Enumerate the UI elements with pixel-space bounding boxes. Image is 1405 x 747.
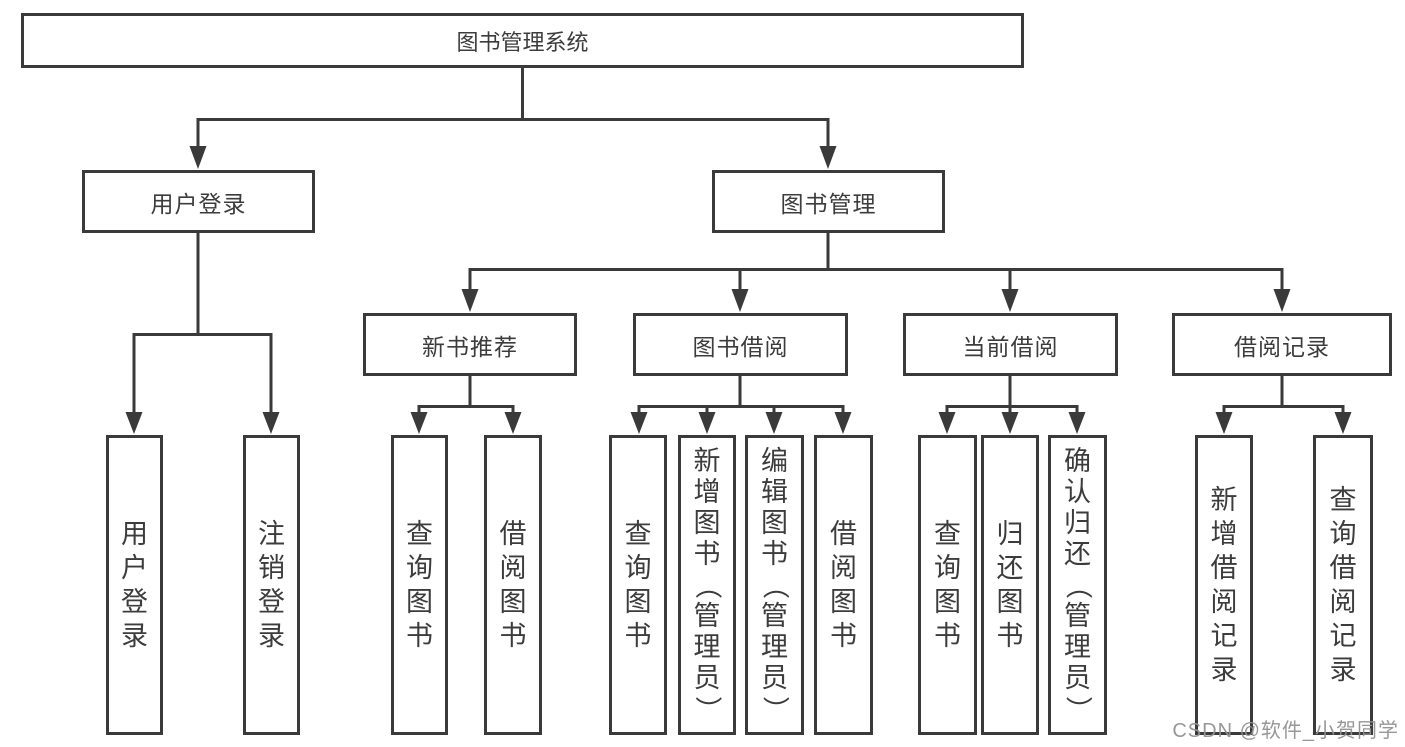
- node-label: 确认归还（管理员）: [1063, 445, 1093, 723]
- node-label: 注销登录: [258, 519, 285, 651]
- node-root: 图书管理系统: [21, 13, 1024, 68]
- node-label: 图书管理系统: [456, 29, 589, 55]
- node-current-borrow: 当前借阅: [903, 313, 1118, 376]
- node-label: 新增借阅记录: [1210, 485, 1238, 685]
- node-new-book-recommend: 新书推荐: [363, 313, 577, 376]
- node-leaf-query-borrow-record: 查询借阅记录: [1313, 435, 1373, 735]
- node-borrow-records: 借阅记录: [1172, 313, 1392, 376]
- node-label: 借阅记录: [1234, 333, 1330, 360]
- node-label: 借阅图书: [499, 519, 527, 651]
- node-label: 查询图书: [934, 519, 961, 651]
- node-book-borrow: 图书借阅: [633, 313, 848, 376]
- node-label: 归还图书: [996, 519, 1024, 651]
- node-leaf-logout: 注销登录: [243, 435, 300, 735]
- node-label: 当前借阅: [962, 333, 1059, 360]
- node-leaf-return-book: 归还图书: [981, 435, 1039, 735]
- node-label: 借阅图书: [830, 519, 857, 651]
- node-leaf-query-books-borrow: 查询图书: [609, 435, 667, 735]
- node-leaf-edit-book-admin: 编辑图书（管理员）: [745, 435, 804, 735]
- node-leaf-add-book-admin: 新增图书（管理员）: [678, 435, 736, 735]
- node-label: 查询图书: [624, 519, 652, 651]
- node-label: 图书借阅: [692, 333, 789, 360]
- node-label: 查询图书: [406, 519, 433, 651]
- node-label: 编辑图书（管理员）: [760, 445, 790, 723]
- node-leaf-query-books-current: 查询图书: [918, 435, 977, 735]
- node-leaf-query-books-recommend: 查询图书: [391, 435, 448, 735]
- node-leaf-borrow-books-recommend: 借阅图书: [484, 435, 542, 735]
- node-label: 用户登录: [121, 519, 148, 651]
- node-label: 查询借阅记录: [1329, 485, 1357, 685]
- node-label: 用户登录: [150, 190, 247, 217]
- node-label: 图书管理: [780, 190, 877, 217]
- node-label: 新增图书（管理员）: [692, 445, 723, 723]
- node-label: 新书推荐: [422, 333, 518, 360]
- csdn-watermark: CSDN @软件_小贺同学: [1172, 720, 1399, 742]
- node-leaf-user-login: 用户登录: [106, 435, 163, 735]
- node-leaf-add-borrow-record: 新增借阅记录: [1195, 435, 1253, 735]
- node-leaf-confirm-return-admin: 确认归还（管理员）: [1048, 435, 1107, 735]
- node-leaf-borrow-books: 借阅图书: [814, 435, 873, 735]
- node-user-login: 用户登录: [82, 170, 315, 233]
- node-book-management: 图书管理: [712, 170, 945, 233]
